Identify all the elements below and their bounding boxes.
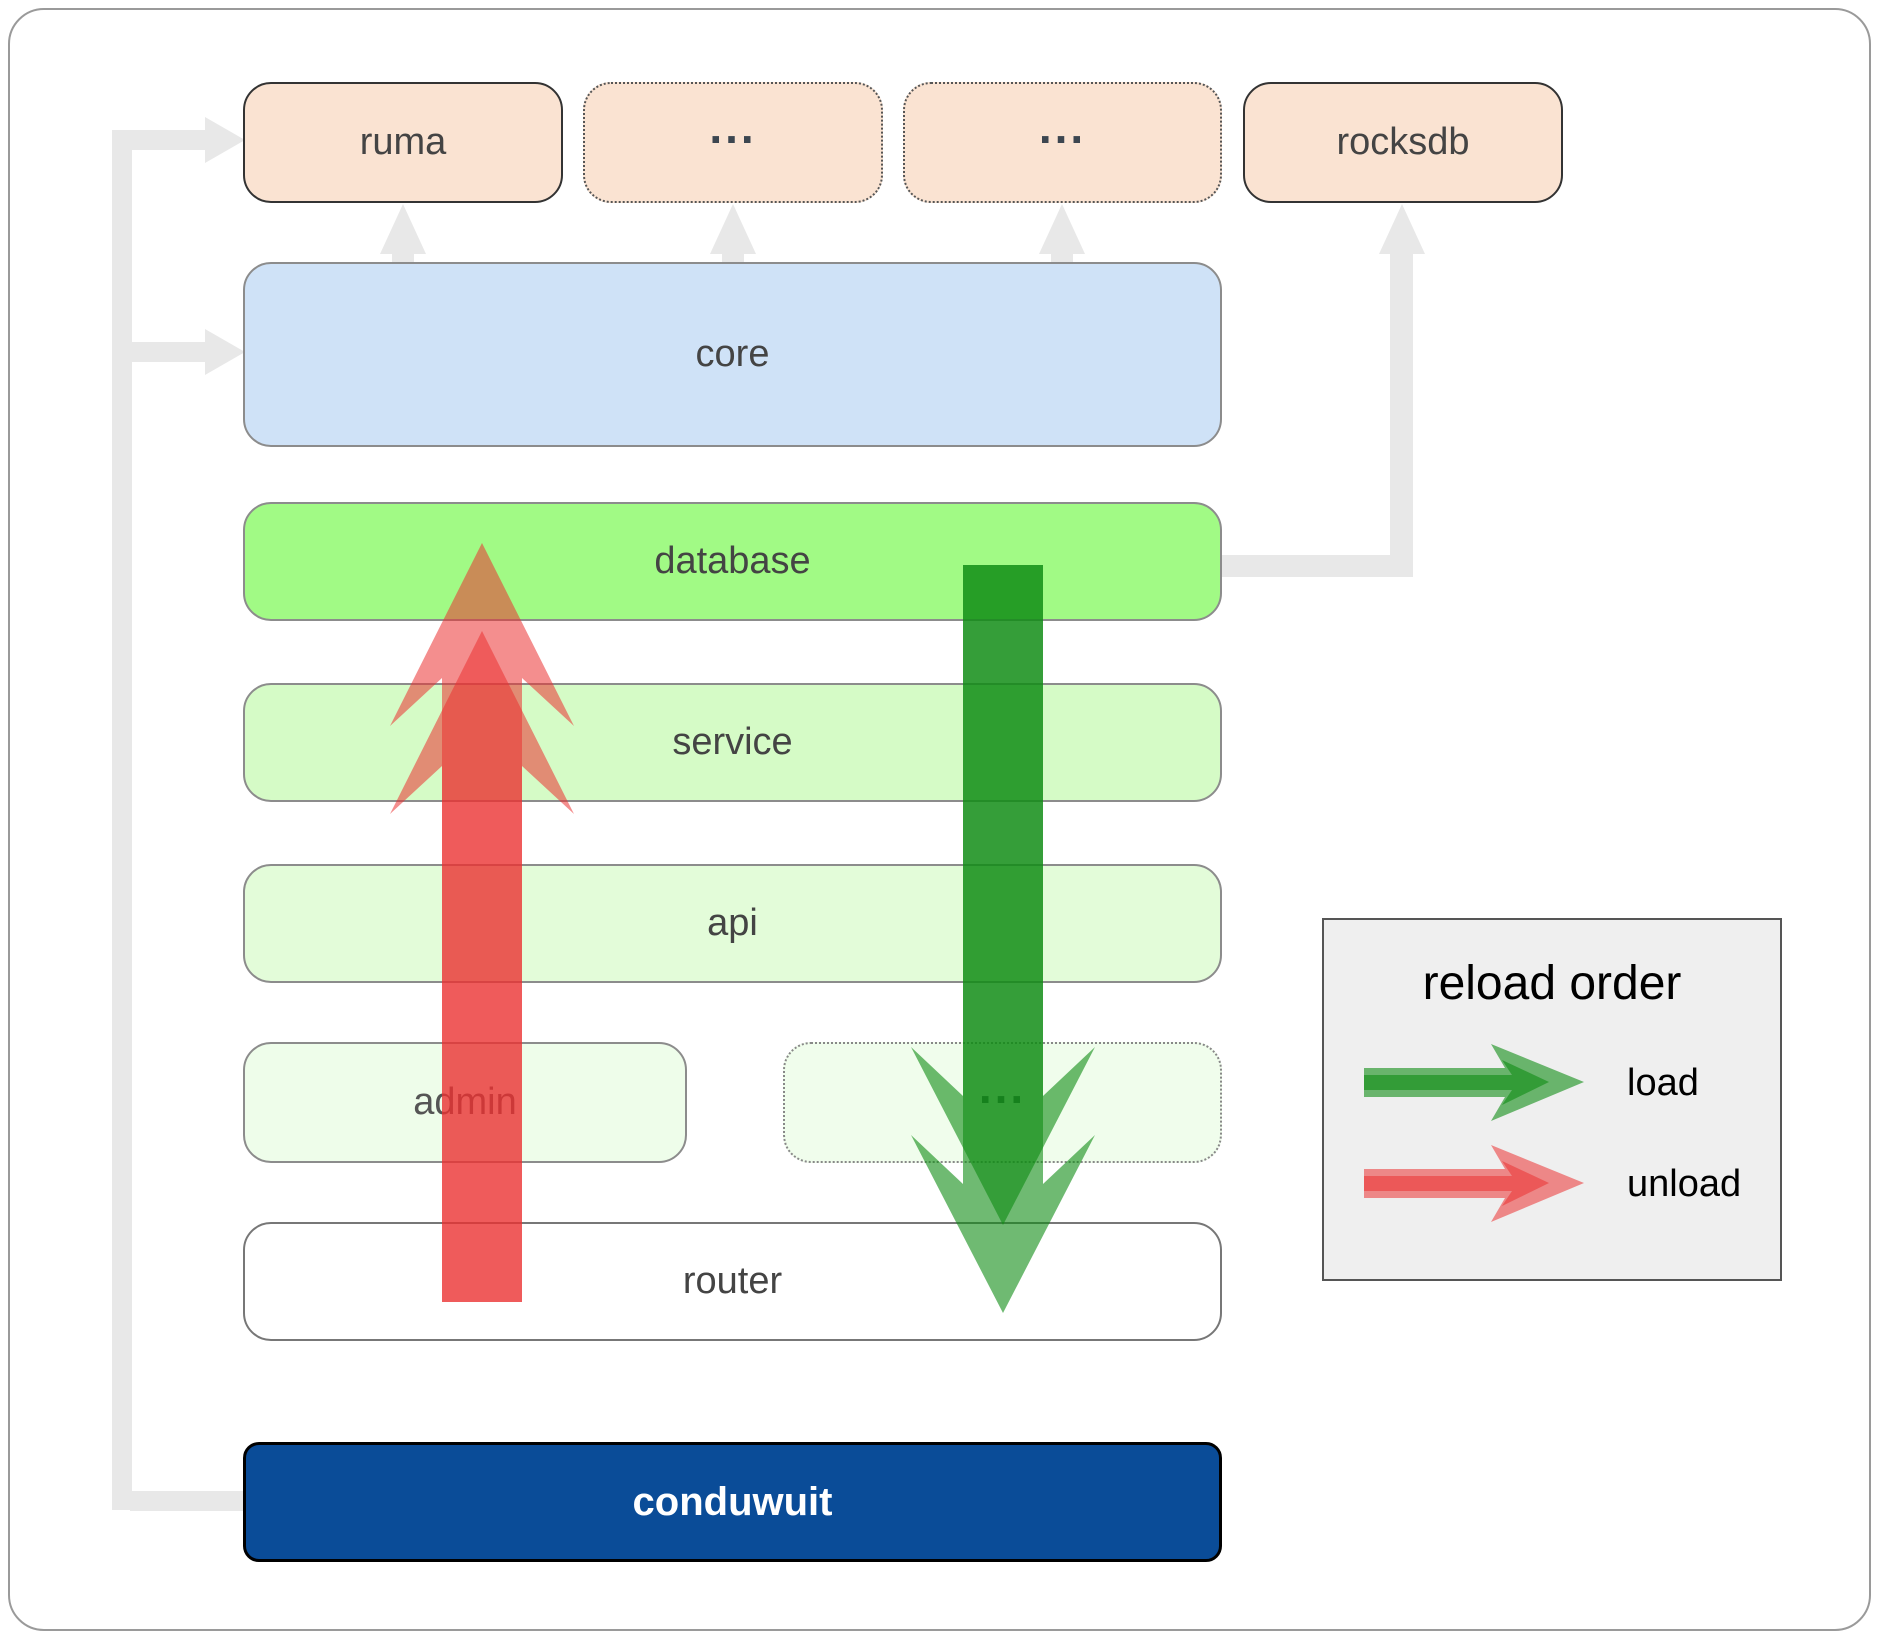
legend: reload order load unload	[1322, 918, 1782, 1281]
node-api-label: api	[707, 902, 758, 944]
connector-core-to-etc1-shaft	[722, 251, 744, 263]
node-database: database	[243, 502, 1222, 621]
arrowhead-core-to-etc1	[710, 204, 756, 254]
arrowhead-core-to-etc2	[1039, 204, 1085, 254]
node-rocksdb-label: rocksdb	[1336, 121, 1470, 163]
connector-database-to-rocksdb-horizontal	[1222, 555, 1413, 577]
node-admin-etc-label: ...	[978, 1060, 1027, 1113]
node-router: router	[243, 1222, 1222, 1341]
legend-load-label: load	[1627, 1061, 1699, 1104]
node-admin: admin	[243, 1042, 687, 1163]
diagram-outer-frame	[8, 8, 1871, 1631]
node-admin-label: admin	[413, 1081, 517, 1123]
node-conduwuit: conduwuit	[243, 1442, 1222, 1562]
node-router-label: router	[682, 1260, 783, 1302]
node-ruma-label: ruma	[359, 121, 447, 163]
legend-unload-arrow-small	[1364, 1161, 1549, 1206]
node-top-etc-1-label: ...	[709, 100, 757, 153]
node-core-label: core	[695, 333, 770, 375]
legend-unload-arrow	[1364, 1145, 1584, 1222]
legend-title: reload order	[1422, 957, 1682, 1010]
arrowhead-into-rocksdb	[1379, 204, 1425, 254]
node-conduwuit-label: conduwuit	[632, 1479, 833, 1524]
node-admin-etc: ...	[783, 1042, 1222, 1163]
connector-core-to-ruma-shaft	[392, 251, 414, 263]
legend-unload-label: unload	[1627, 1162, 1742, 1205]
node-top-etc-2: ...	[903, 82, 1222, 203]
node-database-label: database	[654, 540, 811, 582]
legend-load-arrow-small	[1364, 1060, 1549, 1105]
arrowhead-into-core	[205, 329, 245, 375]
connector-conduwuit-vertical-line	[112, 130, 132, 1510]
connector-branch-to-ruma	[130, 130, 207, 150]
arrowhead-into-ruma	[205, 117, 245, 163]
node-api: api	[243, 864, 1222, 983]
node-rocksdb: rocksdb	[1243, 82, 1563, 203]
node-service-label: service	[672, 721, 793, 763]
connector-database-to-rocksdb-vertical	[1390, 252, 1413, 577]
node-core: core	[243, 262, 1222, 447]
connector-branch-to-core	[130, 342, 207, 362]
node-service: service	[243, 683, 1222, 802]
arrowhead-core-to-ruma	[380, 204, 426, 254]
connector-core-to-etc2-shaft	[1051, 251, 1073, 263]
node-top-etc-2-label: ...	[1038, 100, 1087, 153]
node-ruma: ruma	[243, 82, 563, 203]
connector-branch-from-conduwuit	[130, 1491, 243, 1511]
node-top-etc-1: ...	[583, 82, 883, 203]
legend-load-arrow	[1364, 1044, 1584, 1121]
